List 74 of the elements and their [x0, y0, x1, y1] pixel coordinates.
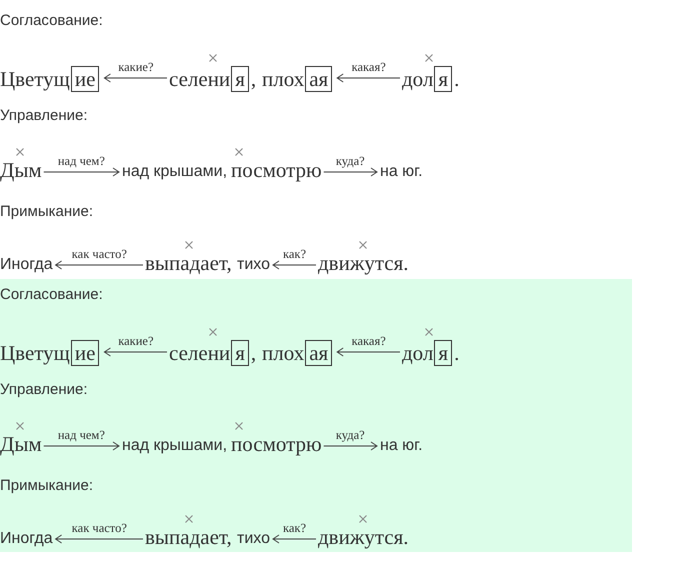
- word: выпадает,: [145, 252, 232, 274]
- word: Иногда: [0, 257, 53, 274]
- section-heading: Согласование:: [0, 12, 103, 29]
- arrow: [104, 348, 168, 356]
- word-ending-box: ая: [305, 340, 332, 366]
- edge-label: над чем?: [58, 429, 105, 442]
- word: тихо: [237, 257, 270, 274]
- edge-label: как часто?: [72, 522, 127, 534]
- section-heading: Примыкание:: [0, 203, 94, 220]
- word: Дым: [0, 434, 42, 455]
- punctuation: ,: [250, 66, 256, 91]
- word: [262, 340, 334, 366]
- punctuation: ,: [250, 340, 256, 365]
- arrow: [272, 534, 316, 544]
- arrow: [323, 168, 378, 176]
- edge-label: куда?: [336, 429, 365, 442]
- punctuation: .: [454, 340, 460, 365]
- word: движутся.: [318, 252, 409, 274]
- arrow: [104, 74, 168, 82]
- arrow: [43, 168, 120, 176]
- word-stem: селени: [169, 66, 230, 91]
- section-heading: Управление:: [0, 381, 88, 398]
- arrow: [55, 534, 144, 544]
- word-stem: селени: [169, 340, 230, 365]
- section-heading: Согласование:: [0, 286, 103, 303]
- edge-label: как?: [282, 248, 306, 260]
- word-ending-box: я: [231, 340, 249, 366]
- word: посмотрю: [231, 160, 322, 181]
- word: [169, 66, 256, 92]
- word: на юг.: [380, 164, 423, 180]
- word: на юг.: [380, 438, 423, 454]
- edge-label: над чем?: [58, 155, 105, 168]
- word: тихо: [237, 531, 270, 548]
- word: [402, 340, 460, 366]
- word: [169, 340, 256, 366]
- word-stem: Цветущ: [0, 66, 70, 91]
- section-heading: Примыкание:: [0, 477, 94, 494]
- word-ending-box: ие: [70, 340, 100, 366]
- word: [262, 66, 334, 92]
- word-stem: Цветущ: [0, 340, 70, 365]
- arrow: [323, 442, 378, 450]
- edge-label: какие?: [118, 61, 154, 74]
- word: над крышами,: [122, 164, 228, 180]
- arrow: [336, 74, 400, 82]
- word: [0, 340, 102, 366]
- section-heading: Управление:: [0, 107, 88, 124]
- word-stem: дол: [402, 66, 434, 91]
- arrow: [55, 260, 144, 270]
- edge-label: какие?: [118, 335, 154, 348]
- word: [402, 66, 460, 92]
- edge-label: как?: [282, 522, 306, 534]
- word: движутся.: [318, 526, 409, 548]
- word-stem: плох: [262, 340, 304, 365]
- word-ending-box: я: [434, 340, 452, 366]
- word: [0, 66, 102, 92]
- word: Дым: [0, 160, 42, 181]
- word: выпадает,: [145, 526, 232, 548]
- word-ending-box: ие: [70, 66, 100, 92]
- punctuation: .: [454, 66, 460, 91]
- word-ending-box: ая: [305, 66, 332, 92]
- word-stem: плох: [262, 66, 304, 91]
- arrow: [336, 348, 400, 356]
- word-stem: дол: [402, 340, 434, 365]
- word: Иногда: [0, 531, 53, 548]
- edge-label: какая?: [352, 335, 386, 348]
- word-ending-box: я: [434, 66, 452, 92]
- word-ending-box: я: [231, 66, 249, 92]
- arrow: [272, 260, 316, 270]
- arrow: [43, 442, 120, 450]
- edge-label: какая?: [352, 61, 386, 74]
- edge-label: куда?: [336, 155, 365, 168]
- edge-label: как часто?: [72, 248, 127, 260]
- word: посмотрю: [231, 434, 322, 455]
- word: над крышами,: [122, 438, 228, 454]
